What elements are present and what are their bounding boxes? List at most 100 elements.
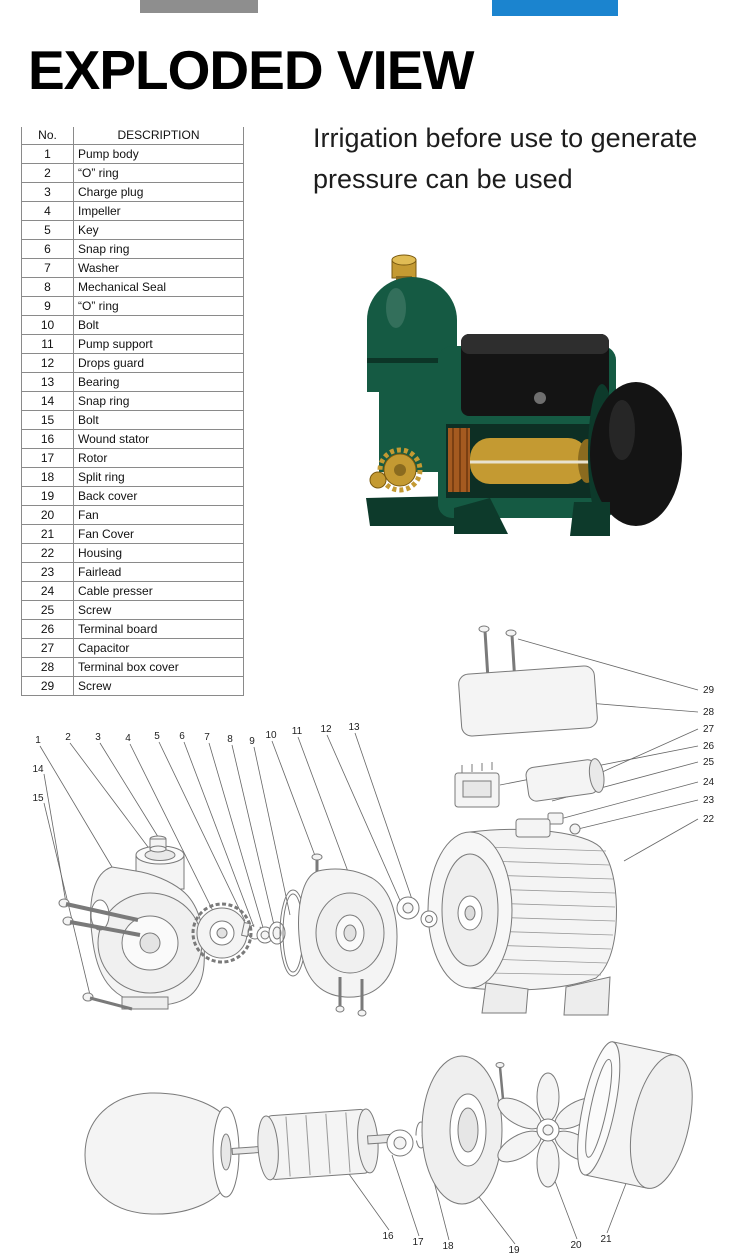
callout-28: 28 [703, 707, 715, 718]
part-no: 28 [21, 657, 74, 677]
bolt-drawing [58, 898, 141, 1011]
callout-23: 23 [703, 795, 715, 806]
top-banner-right[interactable] [492, 0, 618, 16]
part-no: 10 [21, 315, 74, 335]
control-box-graphic [461, 334, 609, 416]
pump-support-drawing [298, 868, 398, 1017]
table-row: 24 Cable presser [21, 581, 244, 601]
table-row: 4 Impeller [21, 201, 244, 221]
part-no: 12 [21, 353, 74, 373]
callout-29: 29 [703, 685, 715, 696]
callout-27: 27 [703, 724, 715, 735]
part-description: Mechanical Seal [73, 277, 244, 297]
page-title: EXPLODED VIEW [28, 39, 474, 101]
callout-3: 3 [95, 732, 101, 743]
part-description: Pump support [73, 334, 244, 354]
col-description: DESCRIPTION [73, 127, 244, 145]
callout-19: 19 [508, 1245, 520, 1256]
intro-line-1: Irrigation before use to generate [313, 123, 698, 153]
table-row: 25 Screw [21, 600, 244, 620]
part-no: 23 [21, 562, 74, 582]
table-row: 26 Terminal board [21, 619, 244, 639]
table-row: 14 Snap ring [21, 391, 244, 411]
table-row: 23 Fairlead [21, 562, 244, 582]
parts-table: No. DESCRIPTION 1 Pump body 2 “O” ring 3… [21, 127, 244, 696]
cutaway-graphic [446, 424, 606, 498]
terminal-board-drawing [454, 762, 500, 808]
callout-24: 24 [703, 777, 715, 788]
callout-18: 18 [442, 1241, 454, 1252]
table-row: 16 Wound stator [21, 429, 244, 449]
table-row: 2 “O” ring [21, 163, 244, 183]
part-description: Charge plug [73, 182, 244, 202]
part-no: 24 [21, 581, 74, 601]
part-no: 11 [21, 334, 74, 354]
part-description: Wound stator [73, 429, 244, 449]
part-description: Fairlead [73, 562, 244, 582]
part-no: 13 [21, 372, 74, 392]
callout-20: 20 [570, 1240, 582, 1251]
intro-line-2: pressure can be used [313, 164, 573, 194]
part-description: Bolt [73, 410, 244, 430]
fairlead-drawing [569, 823, 581, 835]
pump-body-drawing [90, 845, 205, 1010]
exploded-diagram: 1 2 3 4 5 6 7 8 9 10 11 12 13 14 15 29 2… [32, 625, 715, 1256]
small-screw-drawing [495, 1062, 505, 1100]
part-no: 25 [21, 600, 74, 620]
part-description: Bolt [73, 315, 244, 335]
part-no: 8 [21, 277, 74, 297]
rotor-drawing [231, 1108, 397, 1181]
shaft-bearing-drawing [386, 1121, 427, 1157]
part-description: Terminal board [73, 619, 244, 639]
part-description: Split ring [73, 467, 244, 487]
intro-text: Irrigation before use to generate pressu… [313, 118, 743, 200]
feet-graphic [454, 498, 610, 536]
bearing-drawing [396, 896, 438, 928]
pump-head-graphic [366, 277, 458, 526]
part-no: 7 [21, 258, 74, 278]
table-header-row: No. DESCRIPTION [21, 127, 244, 145]
callout-4: 4 [125, 733, 131, 744]
table-row: 29 Screw [21, 676, 244, 696]
callout-2: 2 [65, 732, 71, 743]
callout-6: 6 [179, 731, 185, 742]
callout-13: 13 [348, 722, 360, 733]
callout-1: 1 [35, 735, 41, 746]
part-no: 27 [21, 638, 74, 658]
callout-16: 16 [382, 1231, 394, 1242]
table-row: 18 Split ring [21, 467, 244, 487]
terminal-box-cover-drawing [458, 665, 598, 737]
callout-25: 25 [703, 757, 715, 768]
table-row: 13 Bearing [21, 372, 244, 392]
table-row: 17 Rotor [21, 448, 244, 468]
part-description: Cable presser [73, 581, 244, 601]
part-description: “O” ring [73, 163, 244, 183]
col-no: No. [21, 127, 74, 145]
table-row: 12 Drops guard [21, 353, 244, 373]
part-no: 6 [21, 239, 74, 259]
part-description: Snap ring [73, 391, 244, 411]
callout-10: 10 [265, 730, 277, 741]
top-banner-left[interactable] [140, 0, 258, 13]
part-no: 2 [21, 163, 74, 183]
impeller-drawing [191, 902, 253, 964]
part-description: Washer [73, 258, 244, 278]
table-row: 20 Fan [21, 505, 244, 525]
part-description: Key [73, 220, 244, 240]
part-no: 19 [21, 486, 74, 506]
part-description: Screw [73, 600, 244, 620]
part-no: 15 [21, 410, 74, 430]
callout-5: 5 [154, 731, 160, 742]
callout-11: 11 [292, 726, 303, 737]
part-description: Fan [73, 505, 244, 525]
mechanical-seal-drawing [268, 921, 286, 945]
table-row: 7 Washer [21, 258, 244, 278]
callout-14: 14 [32, 764, 44, 775]
table-row: 6 Snap ring [21, 239, 244, 259]
part-no: 21 [21, 524, 74, 544]
part-no: 20 [21, 505, 74, 525]
part-description: Terminal box cover [73, 657, 244, 677]
callout-8: 8 [227, 734, 233, 745]
part-no: 22 [21, 543, 74, 563]
